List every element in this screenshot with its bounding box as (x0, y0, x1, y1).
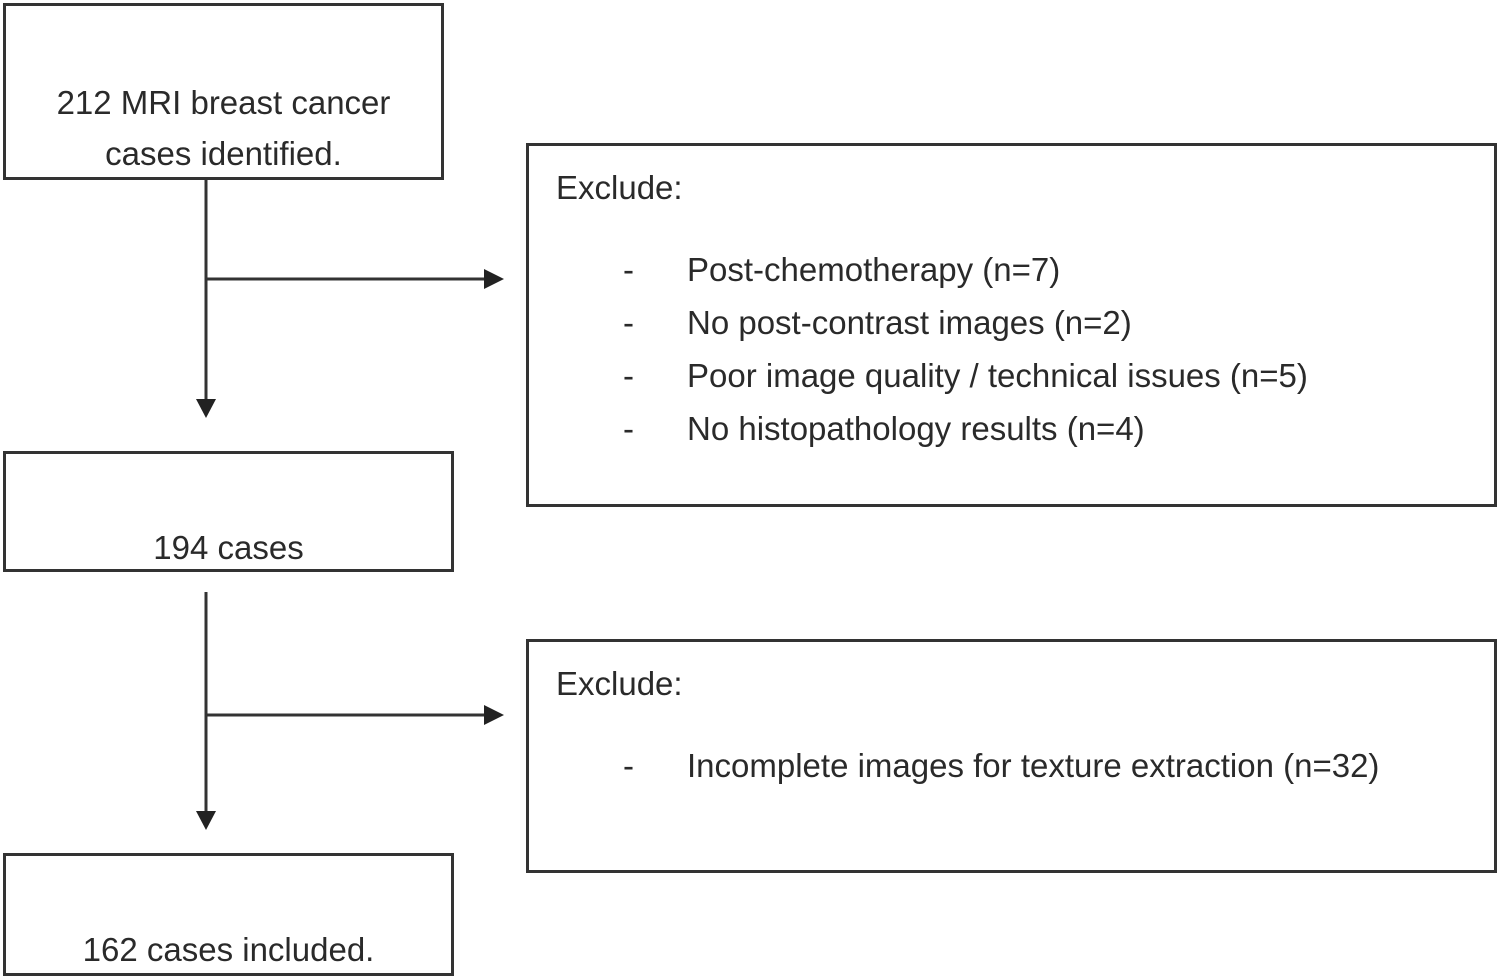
exclusion-item: - Poor image quality / technical issues … (529, 354, 1494, 407)
exclusion-item-text: Incomplete images for texture extraction… (687, 747, 1380, 784)
start-box-text: 212 MRI breast cancer cases identified. (56, 84, 391, 172)
final-box: 162 cases included. (3, 853, 454, 976)
exclusion-item-text: No histopathology results (n=4) (687, 410, 1145, 447)
exclusion-item-text: Poor image quality / technical issues (n… (687, 357, 1308, 394)
exclusion-item: - No histopathology results (n=4) (529, 407, 1494, 460)
bullet-dash: - (623, 304, 634, 341)
exclusion-item-text: No post-contrast images (n=2) (687, 304, 1132, 341)
exclusion-title: Exclude: (556, 169, 683, 206)
exclusion-item: - Post-chemotherapy (n=7) (529, 248, 1494, 301)
exclusion-title: Exclude: (556, 665, 683, 702)
exclusion-list: - Incomplete images for texture extracti… (529, 744, 1494, 797)
bullet-dash: - (623, 410, 634, 447)
intermediate-box-text: 194 cases (153, 529, 304, 566)
bullet-dash: - (623, 251, 634, 288)
start-box: 212 MRI breast cancer cases identified. (3, 3, 444, 180)
arrow-right-icon (484, 269, 504, 289)
exclusion-box-2: Exclude: - Incomplete images for texture… (526, 639, 1497, 873)
exclusion-item: - Incomplete images for texture extracti… (529, 744, 1494, 797)
arrow-down-icon (196, 399, 216, 418)
arrow-right-icon (484, 705, 504, 725)
exclusion-item: - No post-contrast images (n=2) (529, 301, 1494, 354)
intermediate-box: 194 cases (3, 451, 454, 572)
bullet-dash: - (623, 357, 634, 394)
bullet-dash: - (623, 747, 634, 784)
final-box-text: 162 cases included. (82, 931, 375, 968)
exclusion-list: - Post-chemotherapy (n=7) - No post-cont… (529, 248, 1494, 460)
exclusion-item-text: Post-chemotherapy (n=7) (687, 251, 1061, 288)
arrow-down-icon (196, 811, 216, 830)
exclusion-box-1: Exclude: - Post-chemotherapy (n=7) - No … (526, 143, 1497, 507)
